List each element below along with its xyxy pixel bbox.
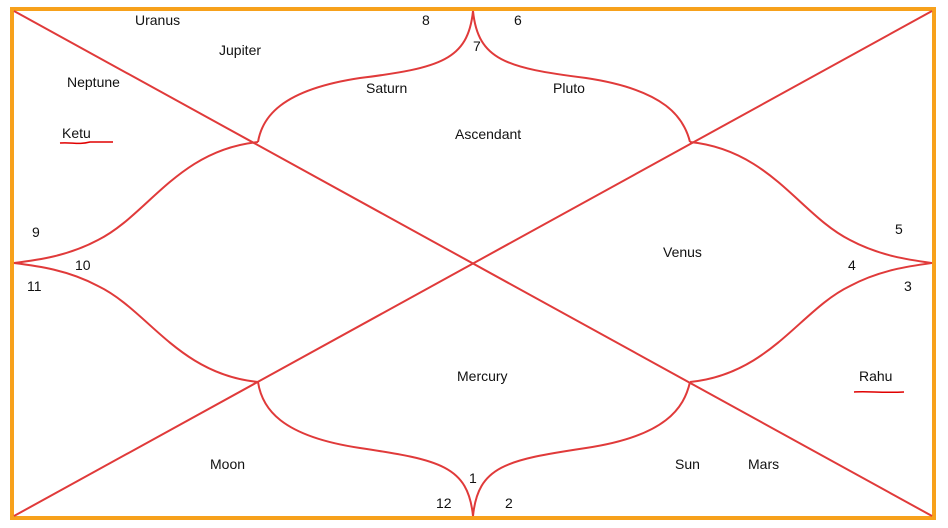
diagonal-line-anti [13,10,933,517]
curve-left-upper [13,141,259,264]
ketu-underline [59,141,113,145]
planet-moon: Moon [210,456,245,472]
house-number-6: 6 [514,12,522,28]
curve-top-left [257,10,474,143]
house-number-7: 7 [473,38,481,54]
planet-ascendant: Ascendant [455,126,521,142]
planet-venus: Venus [663,244,702,260]
planet-sun: Sun [675,456,700,472]
house-number-9: 9 [32,224,40,240]
house-number-11: 11 [27,278,42,294]
house-number-4: 4 [848,257,856,273]
house-number-3: 3 [904,278,912,294]
planet-jupiter: Jupiter [219,42,261,58]
house-number-5: 5 [895,221,903,237]
planet-neptune: Neptune [67,74,120,90]
planet-saturn: Saturn [366,80,407,96]
house-number-8: 8 [422,12,430,28]
curve-left-lower [13,262,259,383]
planet-uranus: Uranus [135,12,180,28]
rahu-underline [853,390,905,394]
planet-ketu: Ketu [62,125,91,141]
curve-right-upper [689,141,933,264]
house-number-12: 12 [436,495,452,511]
curve-bottom-left [257,381,474,517]
curve-bottom-right [472,381,691,517]
house-number-10: 10 [75,257,91,273]
curve-top-right [472,10,691,143]
planet-pluto: Pluto [553,80,585,96]
planet-rahu: Rahu [859,368,892,384]
curve-right-lower [689,262,933,383]
house-number-1: 1 [469,470,477,486]
house-number-2: 2 [505,495,513,511]
chart-frame [10,7,936,520]
planet-mars: Mars [748,456,779,472]
planet-mercury: Mercury [457,368,508,384]
